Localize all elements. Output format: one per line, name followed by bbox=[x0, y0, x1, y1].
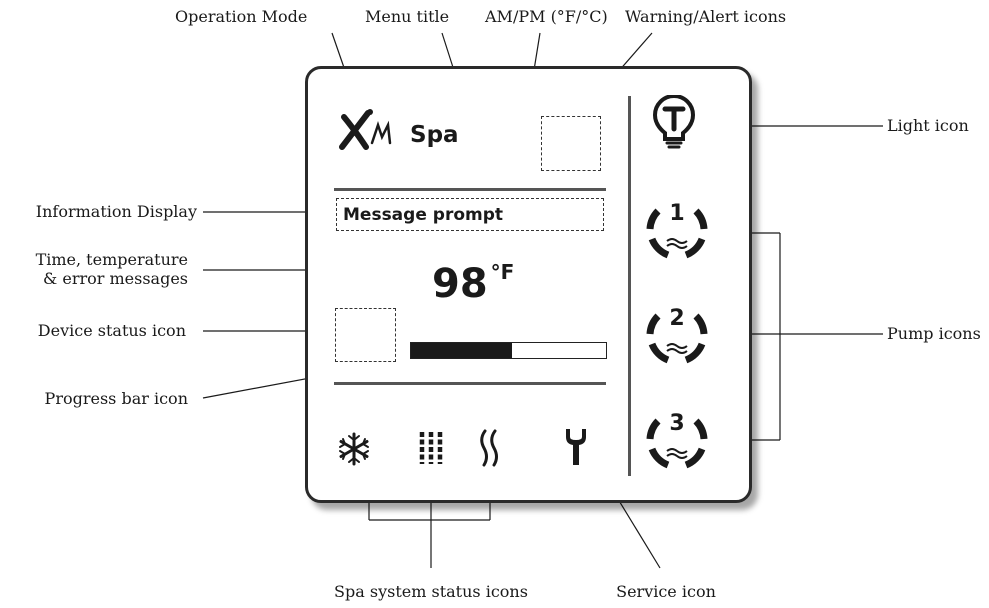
callout-information-display: Information Display bbox=[35, 202, 197, 221]
callout-operation-mode: Operation Mode bbox=[175, 7, 308, 26]
menu-title: Spa bbox=[410, 122, 459, 148]
callout-warning-alert: Warning/Alert icons bbox=[625, 7, 787, 26]
callout-time-temp: Time, temperature & error messages bbox=[0, 250, 188, 288]
callout-service-icon: Service icon bbox=[616, 582, 716, 601]
warning-alert-icon-slot bbox=[541, 116, 601, 171]
xm-mode-icon bbox=[336, 107, 406, 153]
callout-device-status: Device status icon bbox=[37, 321, 186, 340]
temperature-unit: °F bbox=[490, 260, 515, 284]
callout-menu-title: Menu title bbox=[365, 7, 450, 26]
control-panel-display: Spa Message prompt 98°F bbox=[305, 66, 752, 503]
wrench-icon bbox=[564, 427, 588, 467]
device-status-icon-slot bbox=[335, 308, 396, 362]
pump-1-number: 1 bbox=[669, 201, 685, 226]
light-bulb-icon bbox=[652, 94, 696, 151]
callout-am-pm: AM/PM (°F/°C) bbox=[485, 7, 608, 26]
temperature-readout: 98°F bbox=[432, 249, 514, 307]
callout-time-temp-line2: & error messages bbox=[43, 269, 188, 288]
pump-3-icon: 3 bbox=[646, 407, 708, 471]
footer-divider bbox=[334, 382, 606, 385]
pump-1-icon: 1 bbox=[646, 197, 708, 261]
callout-progress-bar: Progress bar icon bbox=[44, 389, 188, 408]
pump-2-icon: 2 bbox=[646, 302, 708, 366]
progress-bar-fill bbox=[411, 343, 513, 358]
heater-icon bbox=[478, 429, 504, 467]
snowflake-icon bbox=[336, 431, 372, 467]
vertical-divider bbox=[628, 96, 631, 476]
header-divider bbox=[334, 188, 606, 191]
pump-2-number: 2 bbox=[669, 306, 685, 331]
progress-bar bbox=[410, 342, 607, 359]
callout-time-temp-line1: Time, temperature bbox=[35, 250, 188, 269]
callout-light-icon: Light icon bbox=[887, 116, 969, 135]
pump-3-number: 3 bbox=[669, 411, 685, 436]
callout-pump-icons: Pump icons bbox=[887, 324, 981, 343]
callout-spa-system-status: Spa system status icons bbox=[334, 582, 528, 601]
filter-icon bbox=[418, 431, 444, 465]
temperature-value: 98 bbox=[432, 261, 488, 307]
message-prompt: Message prompt bbox=[336, 198, 604, 231]
